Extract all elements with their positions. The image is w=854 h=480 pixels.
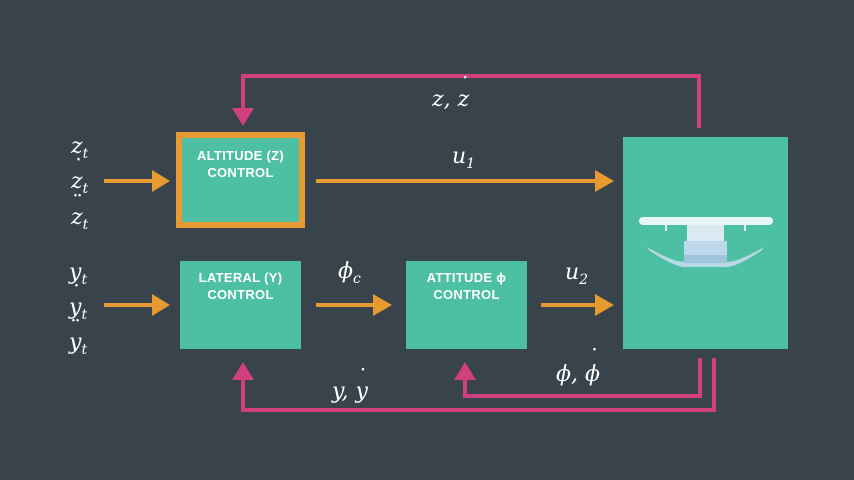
attitude-block-line2: CONTROL [433, 287, 500, 302]
lateral-block-line1: LATERAL (Y) [198, 270, 283, 285]
phi-c-label: ϕc [338, 259, 361, 288]
altitude-block-line1: ALTITUDE (Z) [196, 148, 285, 163]
y-ddot-reference: yt [69, 319, 87, 361]
z-input-arrowhead [152, 170, 170, 192]
drone-plant-block [623, 137, 788, 349]
z-feedback-label: z, z [432, 76, 470, 111]
altitude-block-line2: CONTROL [207, 165, 274, 180]
y-feedback-arrowhead [232, 362, 254, 380]
attitude-control-block: ATTITUDE ϕ CONTROL [406, 261, 527, 349]
lateral-control-block: LATERAL (Y) CONTROL [180, 261, 301, 349]
z-dot-reference: zt [71, 158, 88, 200]
y-feedback-label: y, y [332, 368, 369, 403]
u2-label: u2 [565, 260, 589, 289]
z-ddot-reference: zt [71, 194, 88, 236]
phi-feedback-label: ϕ, ϕ [556, 348, 600, 386]
y-input-arrowhead [152, 294, 170, 316]
phi-feedback-line [463, 358, 702, 398]
u2-arrowhead [595, 294, 614, 316]
attitude-block-line1: ATTITUDE ϕ [426, 270, 507, 285]
z-feedback-line [241, 74, 701, 128]
y-feedback-line [241, 358, 716, 412]
quadrotor-drone-icon [639, 217, 773, 268]
z-reference: zt [71, 134, 89, 163]
y-reference: yt [69, 260, 88, 289]
altitude-control-block: ALTITUDE (Z) CONTROL [176, 132, 305, 228]
phi-feedback-arrowhead [454, 362, 476, 380]
u1-label: u1 [452, 144, 476, 173]
lateral-block-line2: CONTROL [207, 287, 274, 302]
u1-arrowhead [595, 170, 614, 192]
z-feedback-arrowhead [232, 108, 254, 126]
phi-c-arrowhead [373, 294, 392, 316]
y-dot-reference: yt [69, 284, 87, 326]
